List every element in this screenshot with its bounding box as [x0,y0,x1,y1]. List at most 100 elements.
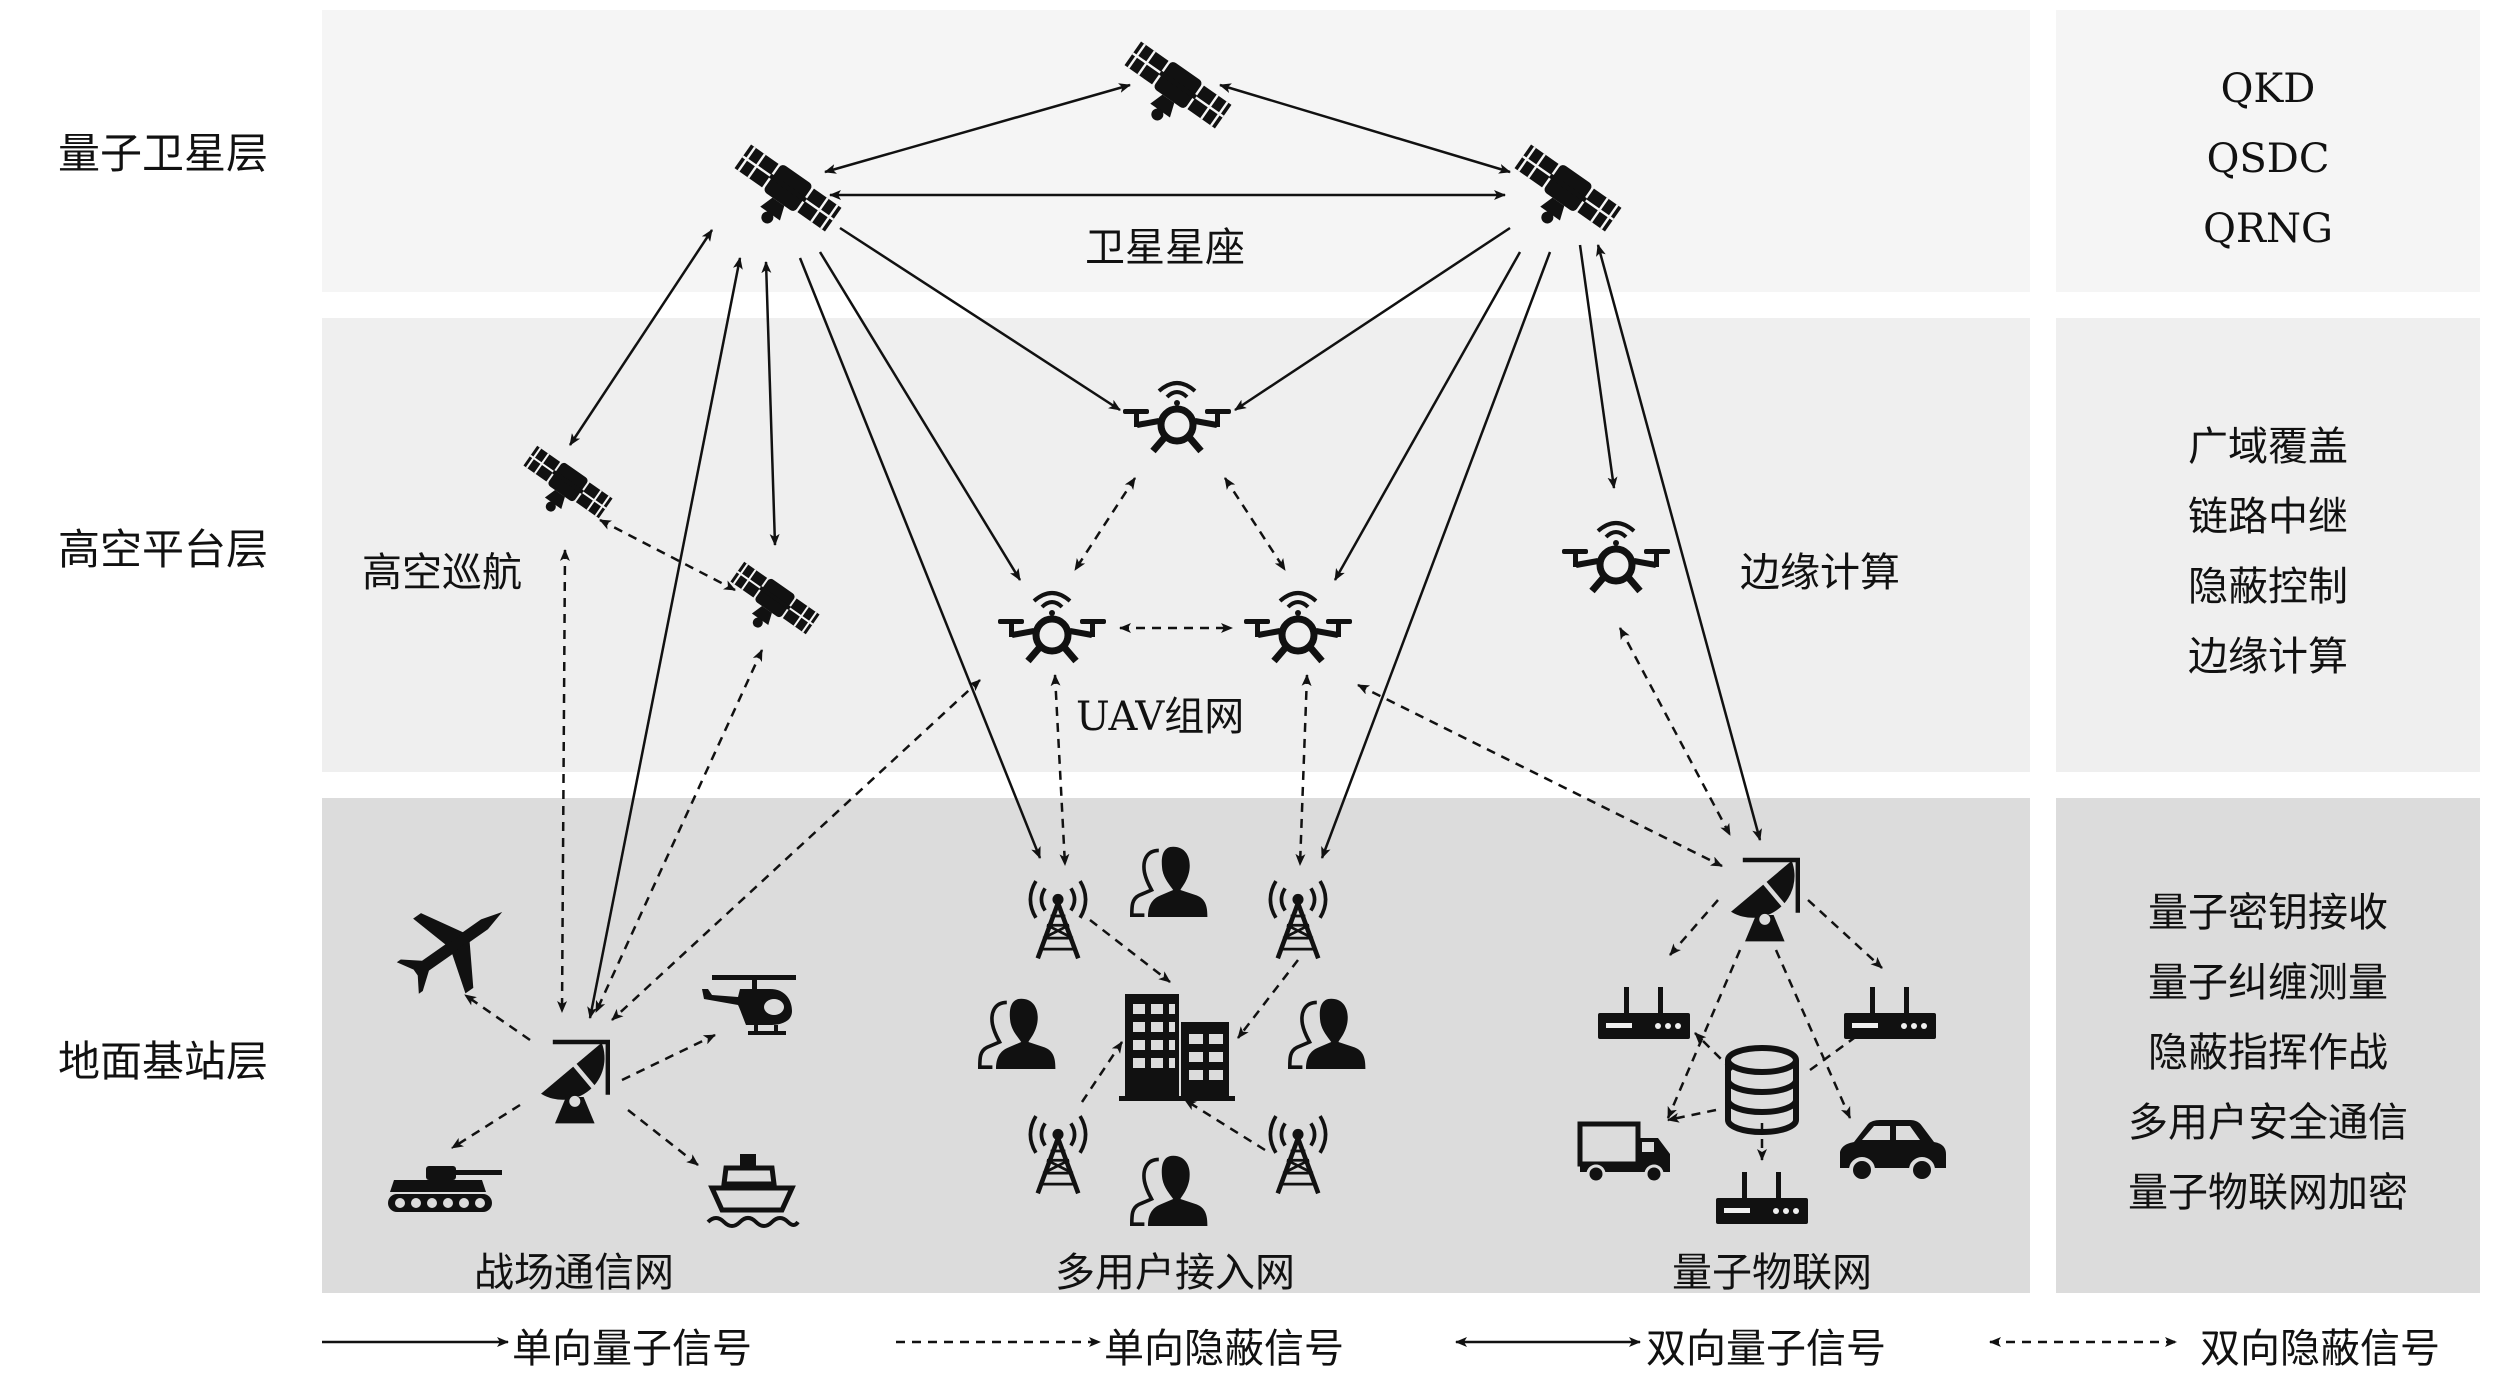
link-dish-tank [451,1103,521,1150]
link-dish-helicopter [621,1033,716,1082]
link-sat-top-sat-left [824,83,1131,174]
antenna-tower-icon [1270,881,1325,958]
link-drone-top-drone-right [1223,477,1287,571]
layer-label-platform: 高空平台层 [58,525,269,574]
link-tower3-building [1080,1041,1124,1103]
router-icon [1598,987,1690,1039]
satellite-capabilities: QKD QSDC QRNG [2056,54,2480,264]
link-sat-left-drone-top [839,226,1121,412]
link-iot-dish-router-left [1669,899,1719,956]
link-sat-left-drone-left [818,251,1022,581]
drone-icon [1123,383,1231,451]
dish-icon [1731,851,1810,941]
user-icon [1130,844,1210,919]
capability-item: 链路中继 [2188,494,2348,540]
user-icon [1288,996,1368,1071]
legend-label-one-way-quantum: 单向量子信号 [512,1326,752,1372]
capability-item: 量子物联网加密 [2128,1170,2408,1216]
antenna-tower-icon [1270,1116,1325,1193]
user-icon [978,996,1058,1071]
link-sat-top-sat-right [1219,83,1511,174]
link-sat-left-battlefield-dish [587,257,743,1019]
link-tower1-building [1089,919,1171,983]
satellite-icon [1499,143,1623,254]
link-edge-drone-iot-dish [1618,627,1732,836]
link-drone-right-tower2 [1295,674,1312,866]
capability-item: QRNG [2203,206,2333,252]
legend-label-two-way-covert: 双向隐蔽信号 [2200,1326,2440,1372]
link-tower2-building [1237,959,1299,1039]
link-sat-left-hap2 [761,261,780,546]
link-hap2-dish [594,649,764,1013]
capability-item: QSDC [2206,136,2330,182]
user-icon [1130,1154,1210,1228]
capability-item: 隐蔽控制 [2188,564,2348,610]
link-drone-right-iot-dish [1357,683,1723,868]
car-icon [1838,1118,1948,1183]
label-hap: 高空巡航 [362,550,522,596]
link-sat-right-tower2 [1320,251,1552,859]
link-sat-right-iot-dish [1596,244,1762,841]
drone-icon [998,593,1106,661]
link-hap1-dish [557,549,570,1013]
link-hap1-hap2 [599,518,736,592]
link-iot-dish-car [1774,949,1852,1119]
ship-icon [708,1154,798,1226]
capability-item: 广域覆盖 [2188,424,2348,470]
label-multiuser: 多用户接入网 [1055,1250,1295,1296]
database-icon [1728,1048,1796,1132]
antenna-tower-icon [1030,1116,1085,1193]
label-constellation: 卫星星座 [1085,225,1245,271]
drone-icon [1244,593,1352,661]
label-battlefield: 战场通信网 [474,1250,674,1296]
layer-label-ground: 地面基站层 [58,1037,269,1086]
platform-capability-band [2056,318,2480,772]
layer-label-satellite: 量子卫星层 [58,129,269,178]
antenna-tower-icon [1030,881,1085,958]
router-icon [1716,1172,1808,1224]
quantum-links-bidirectional [568,83,1762,1019]
capability-item: QKD [2220,66,2316,112]
link-dish-ship [627,1109,699,1166]
capability-item: 多用户安全通信 [2128,1100,2408,1146]
link-db-router-right [1809,1023,1873,1072]
link-tower4-building [1184,1098,1266,1152]
link-sat-right-drone-right [1333,251,1522,581]
legend-label-two-way-quantum: 双向量子信号 [1646,1326,1886,1372]
label-edge: 边缘计算 [1740,550,1900,596]
fighter-jet-icon [395,885,515,1005]
covert-links [557,477,1732,1021]
capability-item: 边缘计算 [2188,634,2348,680]
label-iot: 量子物联网 [1672,1250,1872,1296]
dish-icon [541,1033,620,1123]
building-icon [1119,994,1235,1101]
link-drone-left-dish [611,679,981,1021]
quantum-links-unidirectional [798,226,1618,859]
satellite-capability-band [2056,10,2480,292]
covert-links-ground [451,899,1883,1166]
capability-item: 量子密钥接收 [2148,890,2388,936]
link-sat-left-hap1 [568,229,714,446]
label-uav-network: UAV组网 [1076,694,1245,740]
ground-capabilities: 量子密钥接收 量子纠缠测量 隐蔽指挥作战 多用户安全通信 量子物联网加密 [2056,878,2480,1228]
link-db-truck [1667,1108,1717,1123]
truck-icon [1580,1124,1670,1182]
link-drone-left-tower1 [1050,674,1070,866]
satellite-icon [1109,40,1233,151]
satellite-icon [518,442,616,532]
legend-label-one-way-covert: 单向隐蔽信号 [1104,1326,1344,1372]
ground-capability-band [2056,798,2480,1293]
platform-capabilities: 广域覆盖 链路中继 隐蔽控制 边缘计算 [2056,412,2480,692]
satellite-icon [725,558,823,648]
link-sat-left-tower1 [798,257,1042,859]
link-iot-dish-router-right [1807,899,1883,969]
link-dish-jet [464,993,531,1042]
link-drone-top-drone-left [1073,477,1137,571]
capability-item: 隐蔽指挥作战 [2148,1030,2388,1076]
link-sat-right-edge-drone [1578,244,1618,489]
router-icon [1844,987,1936,1039]
link-sat-right-drone-top [1234,226,1511,412]
drone-icon [1562,523,1670,591]
link-iot-dish-truck [1666,949,1742,1119]
